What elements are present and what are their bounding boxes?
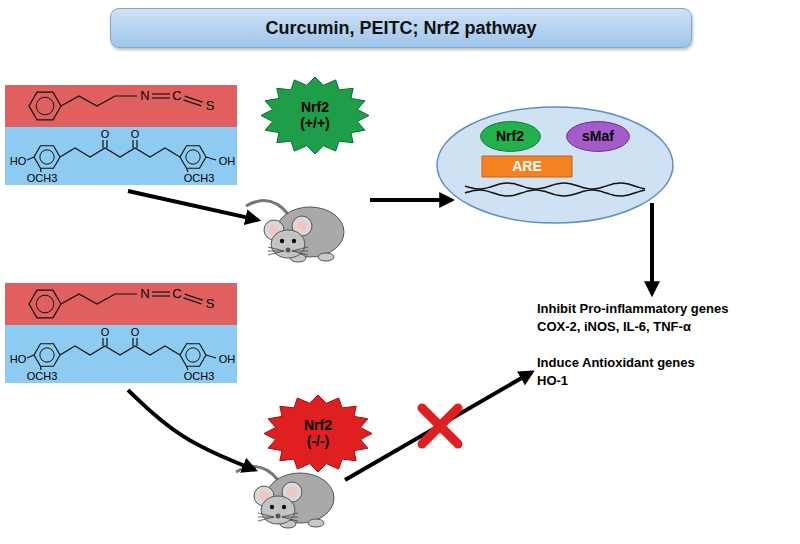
- chemical-bond: [40, 168, 42, 172]
- flow-arrow: [345, 372, 532, 480]
- flow-arrow: [128, 191, 258, 220]
- atom-label: O: [131, 326, 140, 338]
- mouse-illustration: [246, 201, 344, 262]
- chemical-bond: [60, 346, 180, 355]
- atom-label: C: [172, 89, 181, 103]
- outcome-text: COX-2, iNOS, IL-6, TNF-α: [537, 320, 691, 334]
- chemical-bond: [152, 295, 170, 296]
- flow-arrow: [650, 203, 654, 294]
- title-text: Curcumin, PEITC; Nrf2 pathway: [265, 18, 536, 39]
- chemical-bond: [180, 146, 206, 169]
- flow-arrow: [370, 198, 452, 202]
- chemical-bond: [187, 366, 189, 370]
- curcumin-panel: [5, 325, 237, 383]
- atom-label: OCH3: [184, 172, 215, 184]
- chemical-bond: [132, 338, 133, 346]
- chemical-bond: [132, 140, 133, 148]
- atom-label: S: [206, 99, 215, 113]
- atom-label: O: [131, 128, 140, 140]
- atom-label: OCH3: [27, 370, 58, 382]
- atom-label: O: [101, 128, 110, 140]
- chemical-bond: [206, 157, 216, 160]
- chemical-bond: [29, 92, 61, 120]
- atom-label: S: [206, 297, 215, 311]
- element-box: ARE: [482, 156, 572, 177]
- chemical-bond: [60, 148, 180, 157]
- genotype-star: Nrf2 (-/-): [264, 395, 372, 472]
- chemical-bond: [40, 366, 42, 370]
- flow-arrow: [128, 390, 255, 470]
- dna-strand: [465, 190, 645, 196]
- chemical-bond: [27, 157, 34, 160]
- atom-label: OCH3: [27, 172, 58, 184]
- aromatic-ring: [40, 150, 54, 164]
- chemical-bond: [61, 294, 137, 304]
- nucleus-ellipse: [437, 107, 673, 223]
- atom-label: C: [172, 287, 181, 301]
- chemical-bond: [29, 290, 61, 318]
- genotype-star: Nrf2 (+/+): [261, 77, 369, 154]
- aromatic-ring: [186, 348, 200, 362]
- atom-label: N: [140, 287, 149, 301]
- curcumin-panel: [5, 127, 237, 185]
- chemical-bond: [34, 146, 60, 169]
- node-label: Nrf2 (-/-): [294, 417, 342, 449]
- compound-panel: [5, 283, 237, 383]
- aromatic-ring: [36, 295, 54, 313]
- aromatic-ring: [40, 348, 54, 362]
- atom-label: HO: [10, 353, 27, 365]
- node-label: Nrf2: [496, 128, 524, 144]
- dna-strand: [465, 183, 645, 189]
- chemical-bond: [27, 355, 34, 358]
- chemical-bond: [106, 140, 107, 148]
- atom-label: N: [140, 89, 149, 103]
- outcome-text: Inhibit Pro-inflammatory genes: [537, 302, 728, 316]
- chemical-bond: [187, 168, 189, 172]
- aromatic-ring: [36, 97, 54, 115]
- chemical-bond: [136, 338, 137, 346]
- chemical-bond: [206, 355, 216, 358]
- protein-ellipse: Nrf2: [480, 121, 541, 152]
- atom-label: OH: [219, 353, 236, 365]
- protein-ellipse: sMaf: [566, 121, 630, 152]
- outcome-text: HO-1: [537, 374, 568, 388]
- title-banner: Curcumin, PEITC; Nrf2 pathway: [110, 8, 692, 48]
- aromatic-ring: [186, 150, 200, 164]
- atom-label: HO: [10, 155, 27, 167]
- atom-label: OH: [219, 155, 236, 167]
- chemical-bond: [185, 294, 203, 300]
- peitc-panel: [5, 283, 237, 325]
- node-label: Nrf2 (+/+): [291, 99, 339, 131]
- chemical-bond: [185, 96, 203, 102]
- chemical-bond: [102, 140, 103, 148]
- chemical-bond: [152, 291, 170, 292]
- chemical-bond: [152, 93, 170, 94]
- mouse-illustration: [236, 467, 334, 528]
- atom-label: O: [101, 326, 110, 338]
- node-label: sMaf: [582, 128, 614, 144]
- chemical-bond: [180, 344, 206, 367]
- chemical-bond: [102, 338, 103, 346]
- atom-label: OCH3: [184, 370, 215, 382]
- peitc-panel: [5, 85, 237, 127]
- compound-panel: [5, 85, 237, 185]
- chemical-bond: [34, 344, 60, 367]
- chemical-bond: [152, 97, 170, 98]
- node-label: ARE: [512, 158, 542, 174]
- chemical-bond: [61, 96, 137, 106]
- chemical-bond: [136, 140, 137, 148]
- blocked-cross: [422, 408, 458, 444]
- chemical-bond: [106, 338, 107, 346]
- outcome-text: Induce Antioxidant genes: [537, 356, 695, 370]
